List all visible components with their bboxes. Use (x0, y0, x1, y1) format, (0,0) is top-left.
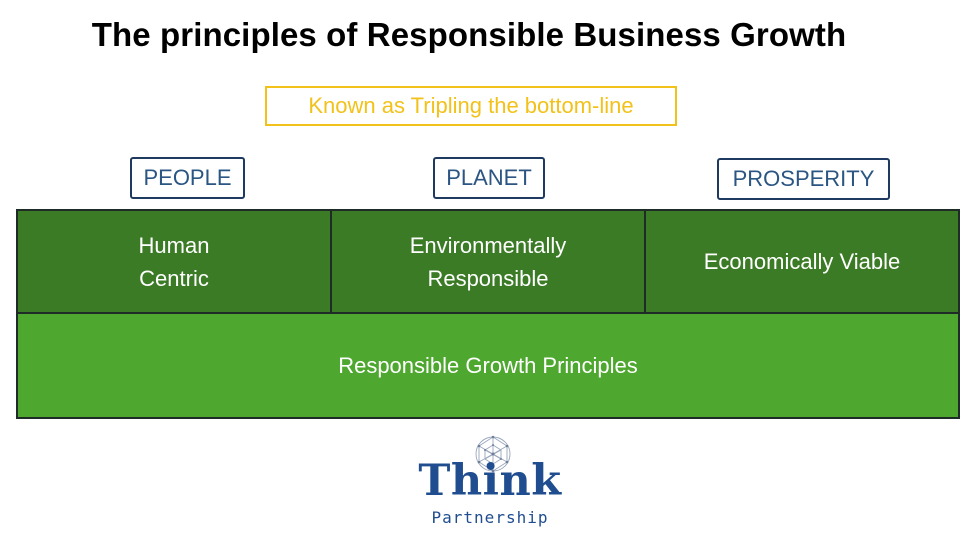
principles-diagram: Human Centric Environmentally Responsibl… (16, 209, 960, 419)
foundation-bar: Responsible Growth Principles (18, 314, 958, 417)
page-title: The principles of Responsible Business G… (91, 16, 847, 53)
pillar-human-centric: Human Centric (18, 211, 330, 312)
logo-subtitle: Partnership (431, 508, 549, 527)
pillar-label-prosperity: PROSPERITY (717, 158, 890, 200)
pillar-economically-viable: Economically Viable (644, 211, 958, 312)
globe-network-icon (475, 435, 511, 473)
pillar-label-people: PEOPLE (130, 157, 245, 199)
pillars-row: Human Centric Environmentally Responsibl… (18, 211, 958, 314)
pillar-environmentally-responsible: Environmentally Responsible (330, 211, 644, 312)
think-partnership-logo: Think Partnership (415, 434, 565, 534)
pillar-label-planet: PLANET (433, 157, 545, 199)
subtitle-box: Known as Tripling the bottom-line (265, 86, 677, 126)
logo-wordmark: Think (418, 456, 562, 506)
